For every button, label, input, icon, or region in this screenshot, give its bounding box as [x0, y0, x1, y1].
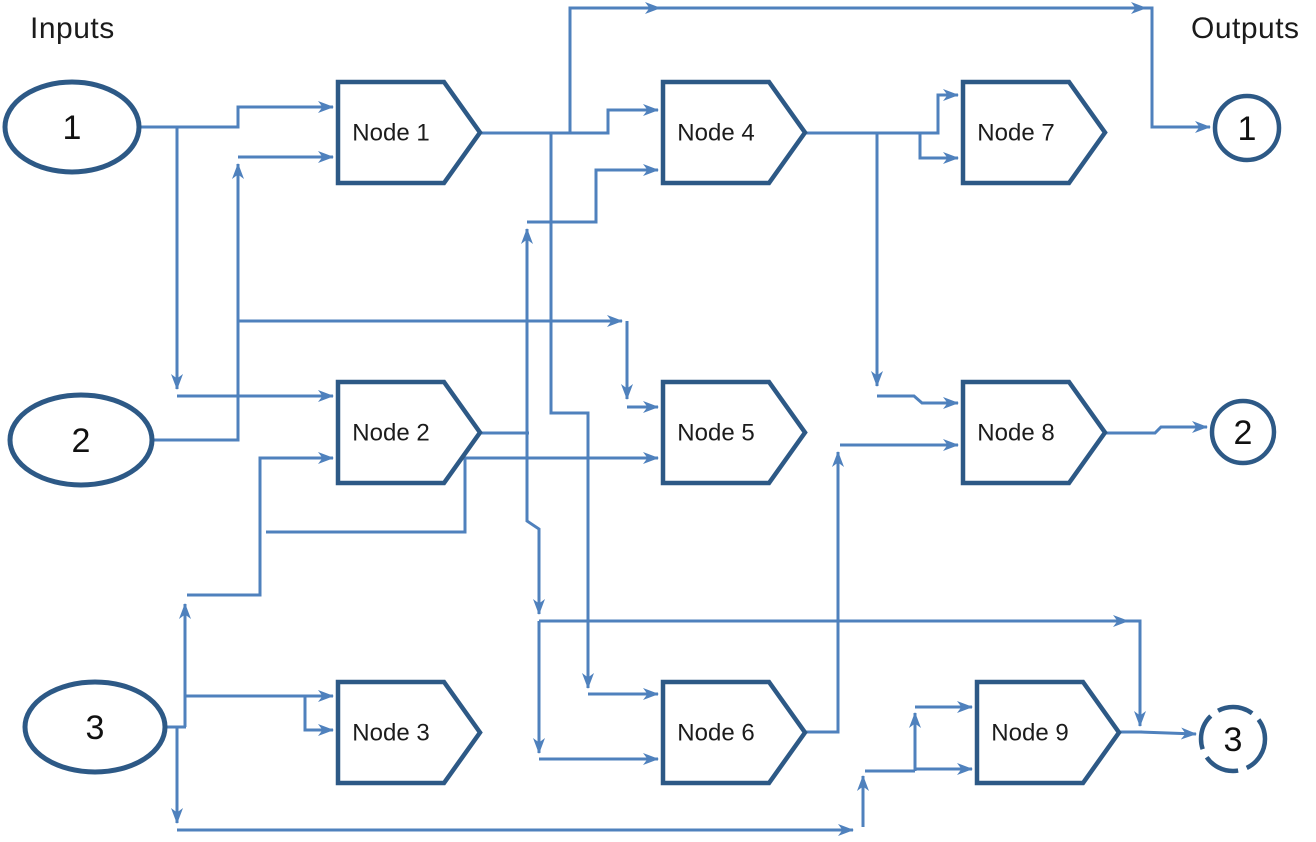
node-8: Node 8 — [960, 379, 1108, 486]
node-9-shape — [974, 679, 1122, 786]
input-3-shape — [22, 679, 168, 775]
input-1-shape — [2, 79, 142, 175]
edge-to-node4-input2 — [527, 164, 659, 224]
output-3: 3 — [1198, 704, 1268, 774]
output-2-shape — [1209, 398, 1277, 466]
node-5-shape — [660, 379, 808, 486]
edge-node2-down-branch — [525, 433, 545, 615]
node-1-label: Node 1 — [352, 120, 429, 147]
output-2: 2 — [1209, 398, 1277, 466]
node-7: Node 7 — [960, 79, 1108, 186]
edge-node1-out-to-node4 — [479, 104, 659, 135]
node-1: Node 1 — [335, 79, 483, 186]
edge-node6-out-riser — [803, 451, 844, 734]
edge-top-bus-to-out1 — [1146, 6, 1211, 133]
node-4: Node 4 — [660, 79, 808, 186]
node-1-shape — [335, 79, 483, 186]
edge-to-node5-input2 — [266, 452, 659, 534]
input-3-number: 3 — [86, 709, 105, 747]
inputs-heading: Inputs — [30, 12, 115, 45]
node-4-label: Node 4 — [677, 120, 754, 147]
node-8-label: Node 8 — [977, 420, 1054, 447]
node-7-label: Node 7 — [977, 120, 1054, 147]
node-4-shape — [660, 79, 808, 186]
node-5-label: Node 5 — [677, 420, 754, 447]
outputs-heading: Outputs — [1191, 12, 1300, 45]
input-3: 3 — [22, 679, 168, 775]
input-2: 2 — [7, 392, 155, 488]
node-3-shape — [335, 679, 483, 786]
edge-to-node3-input2 — [303, 696, 334, 736]
node-6: Node 6 — [660, 679, 808, 786]
node-2-label: Node 2 — [352, 420, 429, 447]
edge-in1-to-node1-input1 — [139, 101, 334, 129]
node-6-label: Node 6 — [677, 720, 754, 747]
edge-node8-out-to-out2 — [1105, 421, 1208, 435]
node-9: Node 9 — [974, 679, 1122, 786]
output-3-number: 3 — [1224, 721, 1243, 759]
input-1-number: 1 — [63, 109, 82, 147]
input-1: 1 — [2, 79, 142, 175]
edge-to-out3 — [1139, 727, 1197, 740]
edge-in2-riser — [152, 163, 244, 442]
output-1-number: 1 — [1238, 110, 1257, 148]
edge-node4-out-to-node7a — [803, 89, 959, 135]
output-1-shape — [1212, 93, 1282, 163]
edge-to-node2-input2 — [187, 452, 334, 597]
node-3-label: Node 3 — [352, 720, 429, 747]
output-1: 1 — [1212, 93, 1282, 163]
edge-to-node8-input1 — [877, 394, 959, 409]
node-9-label: Node 9 — [991, 720, 1068, 747]
node-2-shape — [335, 379, 483, 486]
edge-node4-to-node7b — [918, 133, 959, 164]
output-3-shape — [1198, 704, 1268, 774]
edge-node1-branch-down — [549, 133, 594, 689]
input-2-shape — [7, 392, 155, 488]
node-8-shape — [960, 379, 1108, 486]
node-3: Node 3 — [335, 679, 483, 786]
output-2-number: 2 — [1234, 414, 1253, 452]
edge-bus-621-corner — [1128, 619, 1146, 727]
node-5: Node 5 — [660, 379, 808, 486]
input-2-number: 2 — [72, 422, 91, 460]
node-6-shape — [660, 679, 808, 786]
node-2: Node 2 — [335, 379, 483, 486]
node-7-shape — [960, 79, 1108, 186]
edge-top-bus-a — [568, 2, 661, 133]
